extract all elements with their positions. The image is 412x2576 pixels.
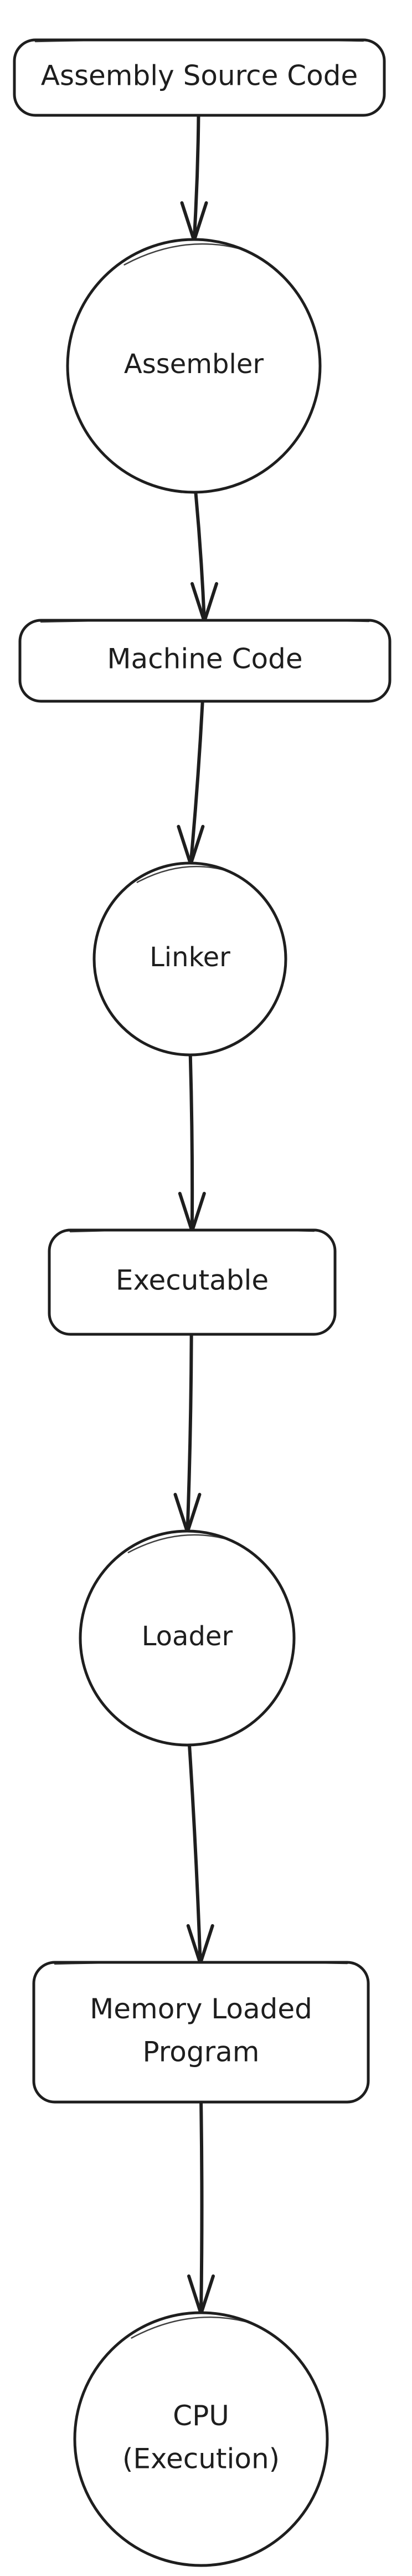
loader-circle	[79, 1529, 296, 1747]
node-loader: Loader	[79, 1529, 296, 1747]
edge-linker-to-executable	[178, 1051, 206, 1233]
node-assembly-source-code: Assembly Source Code	[13, 38, 386, 117]
assembly-source-code-label-line-1: Assembly Source Code	[41, 60, 358, 92]
edge-memory-loaded-program-to-cpu	[187, 2098, 215, 2315]
assembler-label-line-1: Assembler	[124, 349, 264, 380]
edge-assembly-source-code-to-assembler	[180, 111, 208, 242]
memory-loaded-program-label-line-1: Memory Loaded	[90, 1993, 312, 2025]
arrow-shaft	[188, 1051, 194, 1233]
executable-sketch-stroke	[69, 1228, 315, 1233]
node-assembler: Assembler	[66, 238, 322, 494]
arrow-shaft	[192, 111, 200, 242]
assembly-source-code-sketch-stroke	[34, 38, 364, 43]
edge-assembler-to-machine-code	[190, 488, 218, 623]
arrow-shaft	[194, 488, 206, 623]
memory-loaded-program-sketch-stroke	[54, 1961, 348, 1965]
loader-label-line-1: Loader	[142, 1621, 233, 1652]
machine-code-label-line-1: Machine Code	[107, 643, 302, 675]
cpu-label-line-2: (Execution)	[122, 2442, 280, 2475]
linker-label-line-1: Linker	[150, 942, 230, 973]
cpu-label-line-1: CPU	[173, 2400, 229, 2432]
edge-machine-code-to-linker	[177, 697, 205, 866]
arrow-shaft	[186, 1330, 193, 1534]
assembler-circle	[66, 238, 322, 494]
node-cpu: CPU (Execution)	[73, 2311, 329, 2567]
node-machine-code: Machine Code	[18, 619, 392, 703]
machine-code-sketch-stroke	[40, 619, 370, 623]
node-linker: Linker	[92, 861, 287, 1057]
memory-loaded-program-label-line-2: Program	[143, 2036, 260, 2068]
arrow-shaft	[187, 1741, 202, 1965]
edge-executable-to-loader	[173, 1330, 202, 1534]
cpu-circle	[73, 2311, 329, 2567]
arrow-shaft	[199, 2098, 204, 2315]
linker-circle	[92, 861, 287, 1057]
memory-loaded-program-box	[32, 1961, 370, 2104]
edge-loader-to-memory-loaded-program	[186, 1741, 214, 1965]
loader-sketch-stroke	[127, 1534, 225, 1553]
linker-sketch-stroke	[136, 865, 224, 883]
arrow-shaft	[189, 697, 204, 866]
assembler-sketch-stroke	[123, 243, 239, 266]
executable-label-line-1: Executable	[116, 1264, 269, 1297]
node-executable: Executable	[48, 1228, 337, 1336]
cpu-sketch-stroke	[131, 2316, 246, 2339]
